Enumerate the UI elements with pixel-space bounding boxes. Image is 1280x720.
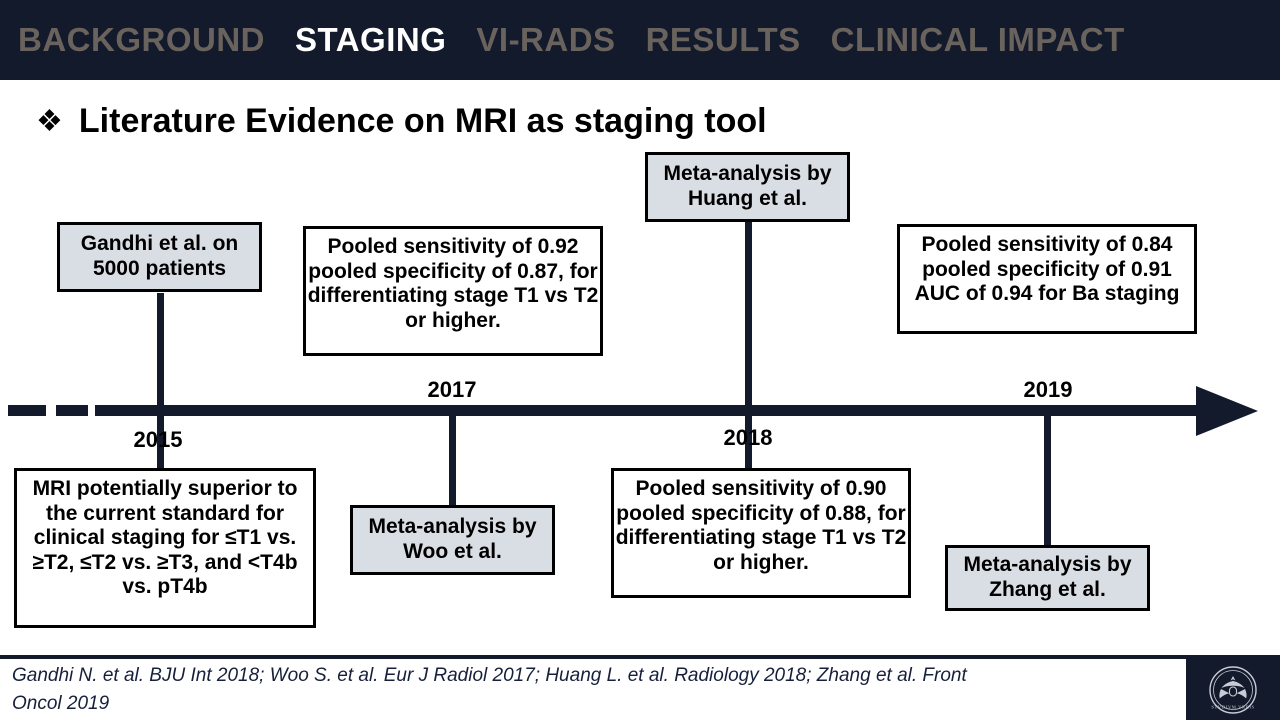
connector-zhang [1044, 413, 1051, 545]
box-huang-study-text: Meta-analysis by Huang et al. [663, 162, 832, 210]
axis-dash-segment-1 [8, 405, 46, 416]
year-label-2015: 2015 [133, 427, 183, 452]
box-zhang-study[interactable]: Meta-analysis by Zhang et al. [945, 545, 1150, 611]
connector-woo [449, 413, 456, 505]
svg-text:STVDIVM VRBIS: STVDIVM VRBIS [1211, 704, 1254, 709]
year-label-2019: 2019 [1023, 377, 1073, 402]
box-zhang-statistics-text: Pooled sensitivity of 0.84 pooled specif… [914, 233, 1180, 306]
box-huang-statistics-text: Pooled sensitivity of 0.90 pooled specif… [615, 477, 907, 574]
timeline-arrow-icon [1196, 386, 1258, 436]
box-gandhi-study[interactable]: Gandhi et al. on 5000 patients [57, 222, 262, 292]
box-woo-study-text: Meta-analysis by Woo et al. [368, 515, 537, 563]
box-huang-study[interactable]: Meta-analysis by Huang et al. [645, 152, 850, 222]
box-woo-study[interactable]: Meta-analysis by Woo et al. [350, 505, 555, 575]
university-logo: STVDIVM VRBIS [1186, 659, 1280, 720]
slide-title-row: ❖ Literature Evidence on MRI as staging … [36, 102, 767, 141]
box-gandhi-study-text: Gandhi et al. on 5000 patients [80, 232, 239, 280]
axis-dash-segment-2 [56, 405, 88, 416]
connector-gandhi-top [157, 293, 164, 408]
connector-gandhi-detail [157, 413, 164, 468]
nav-tab-background[interactable]: BACKGROUND [18, 21, 265, 58]
box-zhang-study-text: Meta-analysis by Zhang et al. [963, 553, 1132, 601]
diamond-bullet-icon: ❖ [36, 104, 63, 138]
box-gandhi-detail-text: MRI potentially superior to the current … [32, 477, 298, 599]
box-huang-statistics[interactable]: Pooled sensitivity of 0.90 pooled specif… [611, 468, 911, 598]
page-title: Literature Evidence on MRI as staging to… [78, 102, 767, 140]
year-label-2018: 2018 [723, 425, 773, 450]
connector-huang-top [745, 222, 752, 408]
box-zhang-statistics[interactable]: Pooled sensitivity of 0.84 pooled specif… [897, 224, 1197, 334]
year-label-2017: 2017 [427, 377, 477, 402]
footer-divider [0, 655, 1280, 659]
box-woo-statistics[interactable]: Pooled sensitivity of 0.92 pooled specif… [303, 226, 603, 356]
nav-tab-vi-rads[interactable]: VI-RADS [476, 21, 616, 58]
sapienza-crest-icon: STVDIVM VRBIS [1209, 665, 1257, 714]
top-navigation-bar: BACKGROUND STAGING VI-RADS RESULTS CLINI… [0, 0, 1280, 80]
nav-tab-clinical-impact[interactable]: CLINICAL IMPACT [830, 21, 1125, 58]
nav-tab-staging[interactable]: STAGING [295, 21, 447, 58]
timeline-axis [95, 405, 1200, 416]
box-gandhi-detail[interactable]: MRI potentially superior to the current … [14, 468, 316, 628]
nav-tab-results[interactable]: RESULTS [645, 21, 801, 58]
box-woo-statistics-text: Pooled sensitivity of 0.92 pooled specif… [307, 235, 599, 332]
footer-citations: Gandhi N. et al. BJU Int 2018; Woo S. et… [12, 665, 967, 714]
connector-huang-stats [745, 413, 752, 468]
